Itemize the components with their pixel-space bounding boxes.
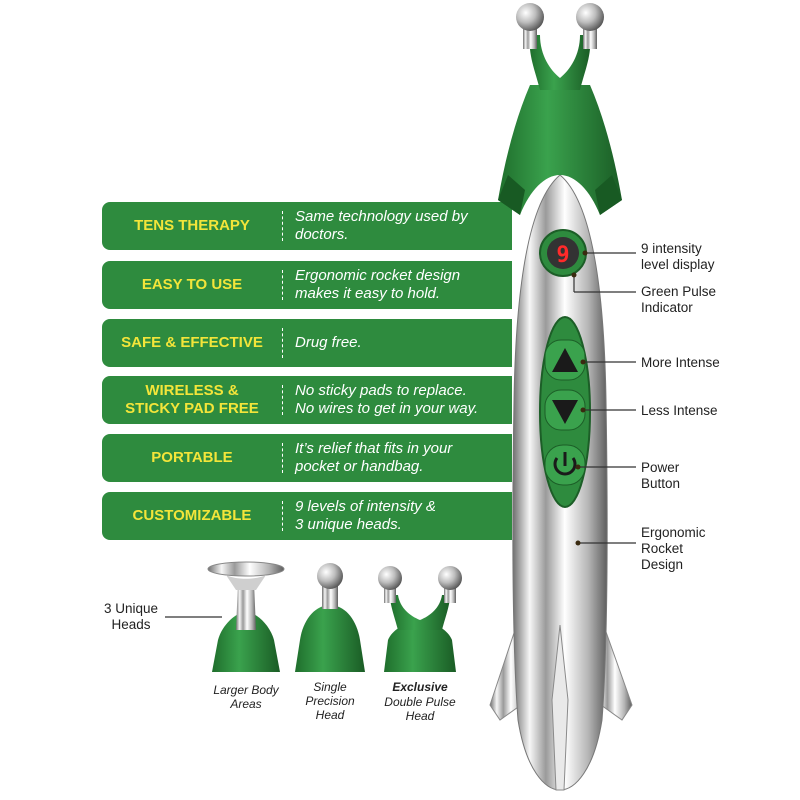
- head-label-single-precision: Single Precision Head: [305, 680, 355, 722]
- heads-label: 3 Unique Heads: [104, 601, 159, 632]
- feature-customizable: CUSTOMIZABLE 9 levels of intensity & 3 u…: [102, 492, 512, 540]
- feature-easy-to-use: EASY TO USE Ergonomic rocket design make…: [102, 261, 512, 309]
- more-intense-button[interactable]: [544, 339, 586, 381]
- less-intense-button[interactable]: [544, 389, 586, 431]
- feature-title: CUSTOMIZABLE: [132, 507, 252, 524]
- callout-less-intense: Less Intense: [641, 403, 718, 418]
- feature-portable: PORTABLE It’s relief that fits in your p…: [102, 434, 512, 482]
- divider: [282, 443, 283, 473]
- feature-description: Same technology used by doctors.: [295, 208, 468, 243]
- feature-title: TENS THERAPY: [134, 217, 250, 234]
- feature-title: EASY TO USE: [141, 276, 243, 293]
- head-double-pulse: [378, 566, 462, 672]
- feature-safe-effective: SAFE & EFFECTIVE Drug free.: [102, 319, 512, 367]
- feature-wireless: WIRELESS & STICKY PAD FREE No sticky pad…: [102, 376, 512, 424]
- head-label-larger-body: Larger Body Areas: [213, 683, 279, 711]
- divider: [282, 270, 283, 300]
- feature-description: 9 levels of intensity & 3 unique heads.: [295, 498, 436, 533]
- feature-description: Ergonomic rocket design makes it easy to…: [295, 267, 461, 302]
- feature-tens-therapy: TENS THERAPY Same technology used by doc…: [102, 202, 512, 250]
- feature-title: PORTABLE: [151, 449, 233, 466]
- feature-description: Drug free.: [295, 334, 362, 351]
- divider: [282, 385, 283, 415]
- arrow-down-icon: [552, 400, 578, 424]
- divider: [282, 501, 283, 531]
- callout-more-intense: More Intense: [641, 355, 720, 370]
- callout-intensity-display: 9 intensity level display: [641, 241, 715, 272]
- display-digit: 9: [556, 243, 569, 268]
- head-single-precision: [295, 563, 365, 672]
- power-button[interactable]: [544, 444, 586, 486]
- feature-description: No sticky pads to replace. No wires to g…: [295, 382, 479, 417]
- power-icon: [553, 457, 577, 476]
- callout-ergonomic-design: Ergonomic Rocket Design: [641, 525, 706, 572]
- head-larger-body: [207, 561, 285, 672]
- divider: [282, 211, 283, 241]
- feature-title: WIRELESS & STICKY PAD FREE: [125, 382, 259, 417]
- feature-title: SAFE & EFFECTIVE: [121, 334, 263, 351]
- callout-lines: [165, 252, 636, 618]
- button-panel: [539, 316, 591, 508]
- arrow-up-icon: [552, 348, 578, 372]
- divider: [282, 328, 283, 358]
- callout-pulse-indicator: Green Pulse Indicator: [641, 284, 717, 315]
- callout-power-button: Power Button: [641, 460, 681, 491]
- head-label-double-pulse: Double Pulse Head: [384, 695, 456, 723]
- head-label-exclusive: Exclusive: [392, 680, 448, 694]
- intensity-display: 9: [539, 229, 587, 277]
- feature-description: It’s relief that fits in your pocket or …: [295, 440, 453, 475]
